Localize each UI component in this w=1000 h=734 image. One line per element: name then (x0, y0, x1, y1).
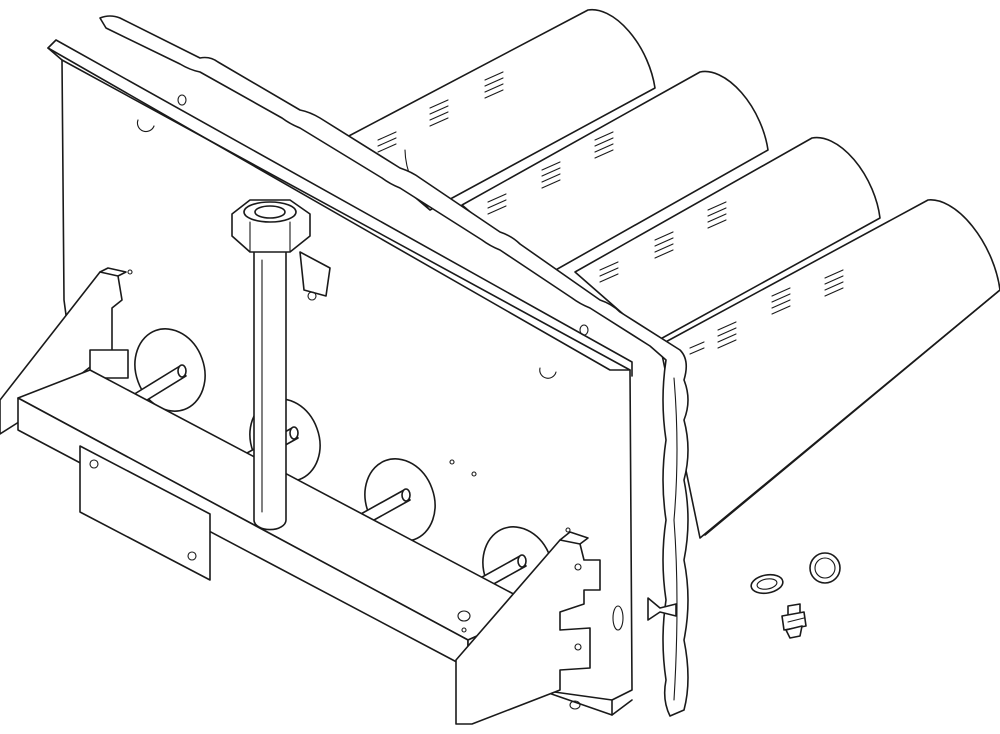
right-mounting-bracket (455, 531, 601, 725)
plate-tab (299, 251, 331, 301)
manifold-cover-plate (79, 445, 211, 581)
burner-tube-4 (659, 199, 1000, 539)
burner-port-slots (377, 71, 504, 153)
orifice-fitting (781, 603, 807, 639)
burner-tube-2 (461, 70, 769, 277)
gasket-ring-large (809, 552, 841, 584)
gas-inlet-pipe (253, 249, 287, 531)
burner-tube-3 (574, 136, 881, 343)
burner-port-slots (487, 131, 614, 215)
burner-port-slots (599, 201, 727, 283)
burner-port-slots (689, 269, 844, 355)
hex-nut-fitting (231, 199, 311, 253)
gasket-ring-small (750, 573, 784, 595)
gasket-strip (99, 15, 689, 717)
